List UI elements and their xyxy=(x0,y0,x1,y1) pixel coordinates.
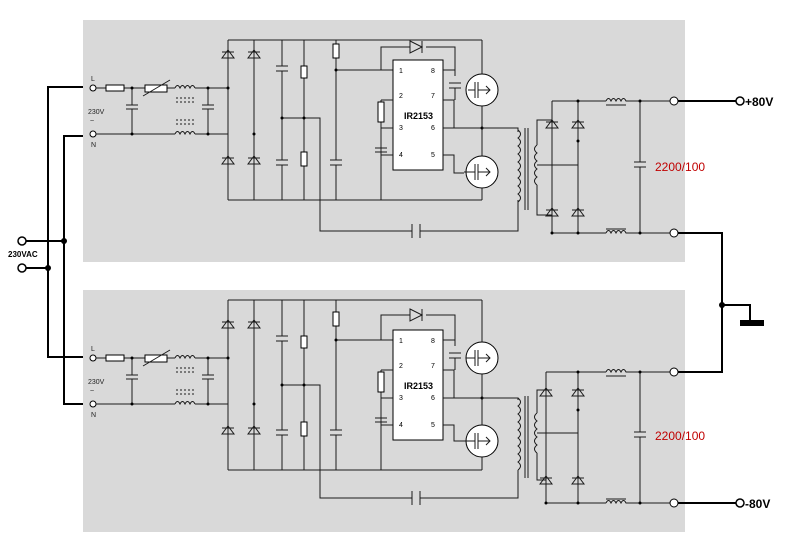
output-cap-value: 2200/100 xyxy=(655,429,705,443)
output-wiring: +80V -80V xyxy=(678,95,773,511)
ic-body xyxy=(392,59,444,171)
output-terminal-bottom xyxy=(669,498,679,508)
svg-text:3: 3 xyxy=(399,395,403,402)
ic-name: IR2153 xyxy=(404,111,433,121)
svg-text:4: 4 xyxy=(399,152,403,159)
output-terminal-bottom xyxy=(669,228,679,238)
bootstrap-diode xyxy=(409,40,424,54)
ac-symbol: ~ xyxy=(90,388,94,395)
transformer xyxy=(482,119,552,216)
mosfet-high xyxy=(465,40,499,128)
power-module-bottom: L N 230V ~ xyxy=(83,290,705,532)
terminal-n xyxy=(89,400,97,408)
terminal-n-label: N xyxy=(91,142,96,149)
output-terminal-top xyxy=(669,96,679,106)
output-rectifier: 2200/100 xyxy=(537,367,705,508)
input-filter xyxy=(96,349,228,406)
input-terminal-1 xyxy=(17,236,27,246)
negative-output-terminal xyxy=(735,498,745,508)
driver-ic: IR2153 1 2 3 4 5 6 7 8 xyxy=(375,308,482,470)
terminal-n-label: N xyxy=(91,412,96,419)
mosfet-low xyxy=(464,128,499,200)
power-module-top: L N 230V ~ xyxy=(83,20,705,262)
positive-output-label: +80V xyxy=(745,95,773,109)
ac-voltage-label: 230V xyxy=(88,379,105,386)
svg-text:6: 6 xyxy=(431,125,435,132)
fuse xyxy=(105,84,125,92)
output-terminal-top xyxy=(669,367,679,377)
mosfet-high xyxy=(465,300,499,398)
output-cap-value: 2200/100 xyxy=(655,160,705,174)
output-rectifier: 2200/100 xyxy=(537,96,705,238)
ac-voltage-label: 230V xyxy=(88,109,105,116)
svg-text:1: 1 xyxy=(399,338,403,345)
common-mode-choke xyxy=(174,85,196,136)
svg-text:8: 8 xyxy=(431,68,435,75)
positive-output-terminal xyxy=(735,96,745,106)
svg-text:1: 1 xyxy=(399,68,403,75)
ic-name: IR2153 xyxy=(404,381,433,391)
module-panel xyxy=(83,290,685,532)
bulk-capacitors xyxy=(276,300,519,505)
svg-text:5: 5 xyxy=(431,152,435,159)
ac-symbol: ~ xyxy=(90,118,94,125)
input-filter xyxy=(96,79,228,136)
input-label: 230VAC xyxy=(8,250,38,259)
terminal-l xyxy=(89,354,97,362)
ic-body xyxy=(392,329,444,441)
svg-text:4: 4 xyxy=(399,422,403,429)
svg-text:7: 7 xyxy=(431,363,435,370)
terminal-l-label: L xyxy=(91,346,95,353)
terminal-l xyxy=(89,84,97,92)
bridge-rectifier xyxy=(221,299,482,471)
svg-text:6: 6 xyxy=(431,395,435,402)
bulk-capacitors xyxy=(276,40,519,238)
ground-symbol xyxy=(740,320,764,326)
driver-ic: IR2153 1 2 3 4 5 6 7 8 xyxy=(375,40,482,200)
svg-text:5: 5 xyxy=(431,422,435,429)
svg-text:8: 8 xyxy=(431,338,435,345)
terminal-n xyxy=(89,130,97,138)
main-ac-input: 230VAC xyxy=(8,86,88,405)
svg-text:2: 2 xyxy=(399,363,403,370)
svg-text:3: 3 xyxy=(399,125,403,132)
module-panel xyxy=(83,20,685,262)
mosfet-low xyxy=(464,398,499,470)
svg-text:7: 7 xyxy=(431,93,435,100)
negative-output-label: -80V xyxy=(745,497,770,511)
input-terminal-2 xyxy=(17,263,27,273)
svg-text:2: 2 xyxy=(399,93,403,100)
bridge-rectifier xyxy=(221,39,482,201)
terminal-l-label: L xyxy=(91,76,95,83)
